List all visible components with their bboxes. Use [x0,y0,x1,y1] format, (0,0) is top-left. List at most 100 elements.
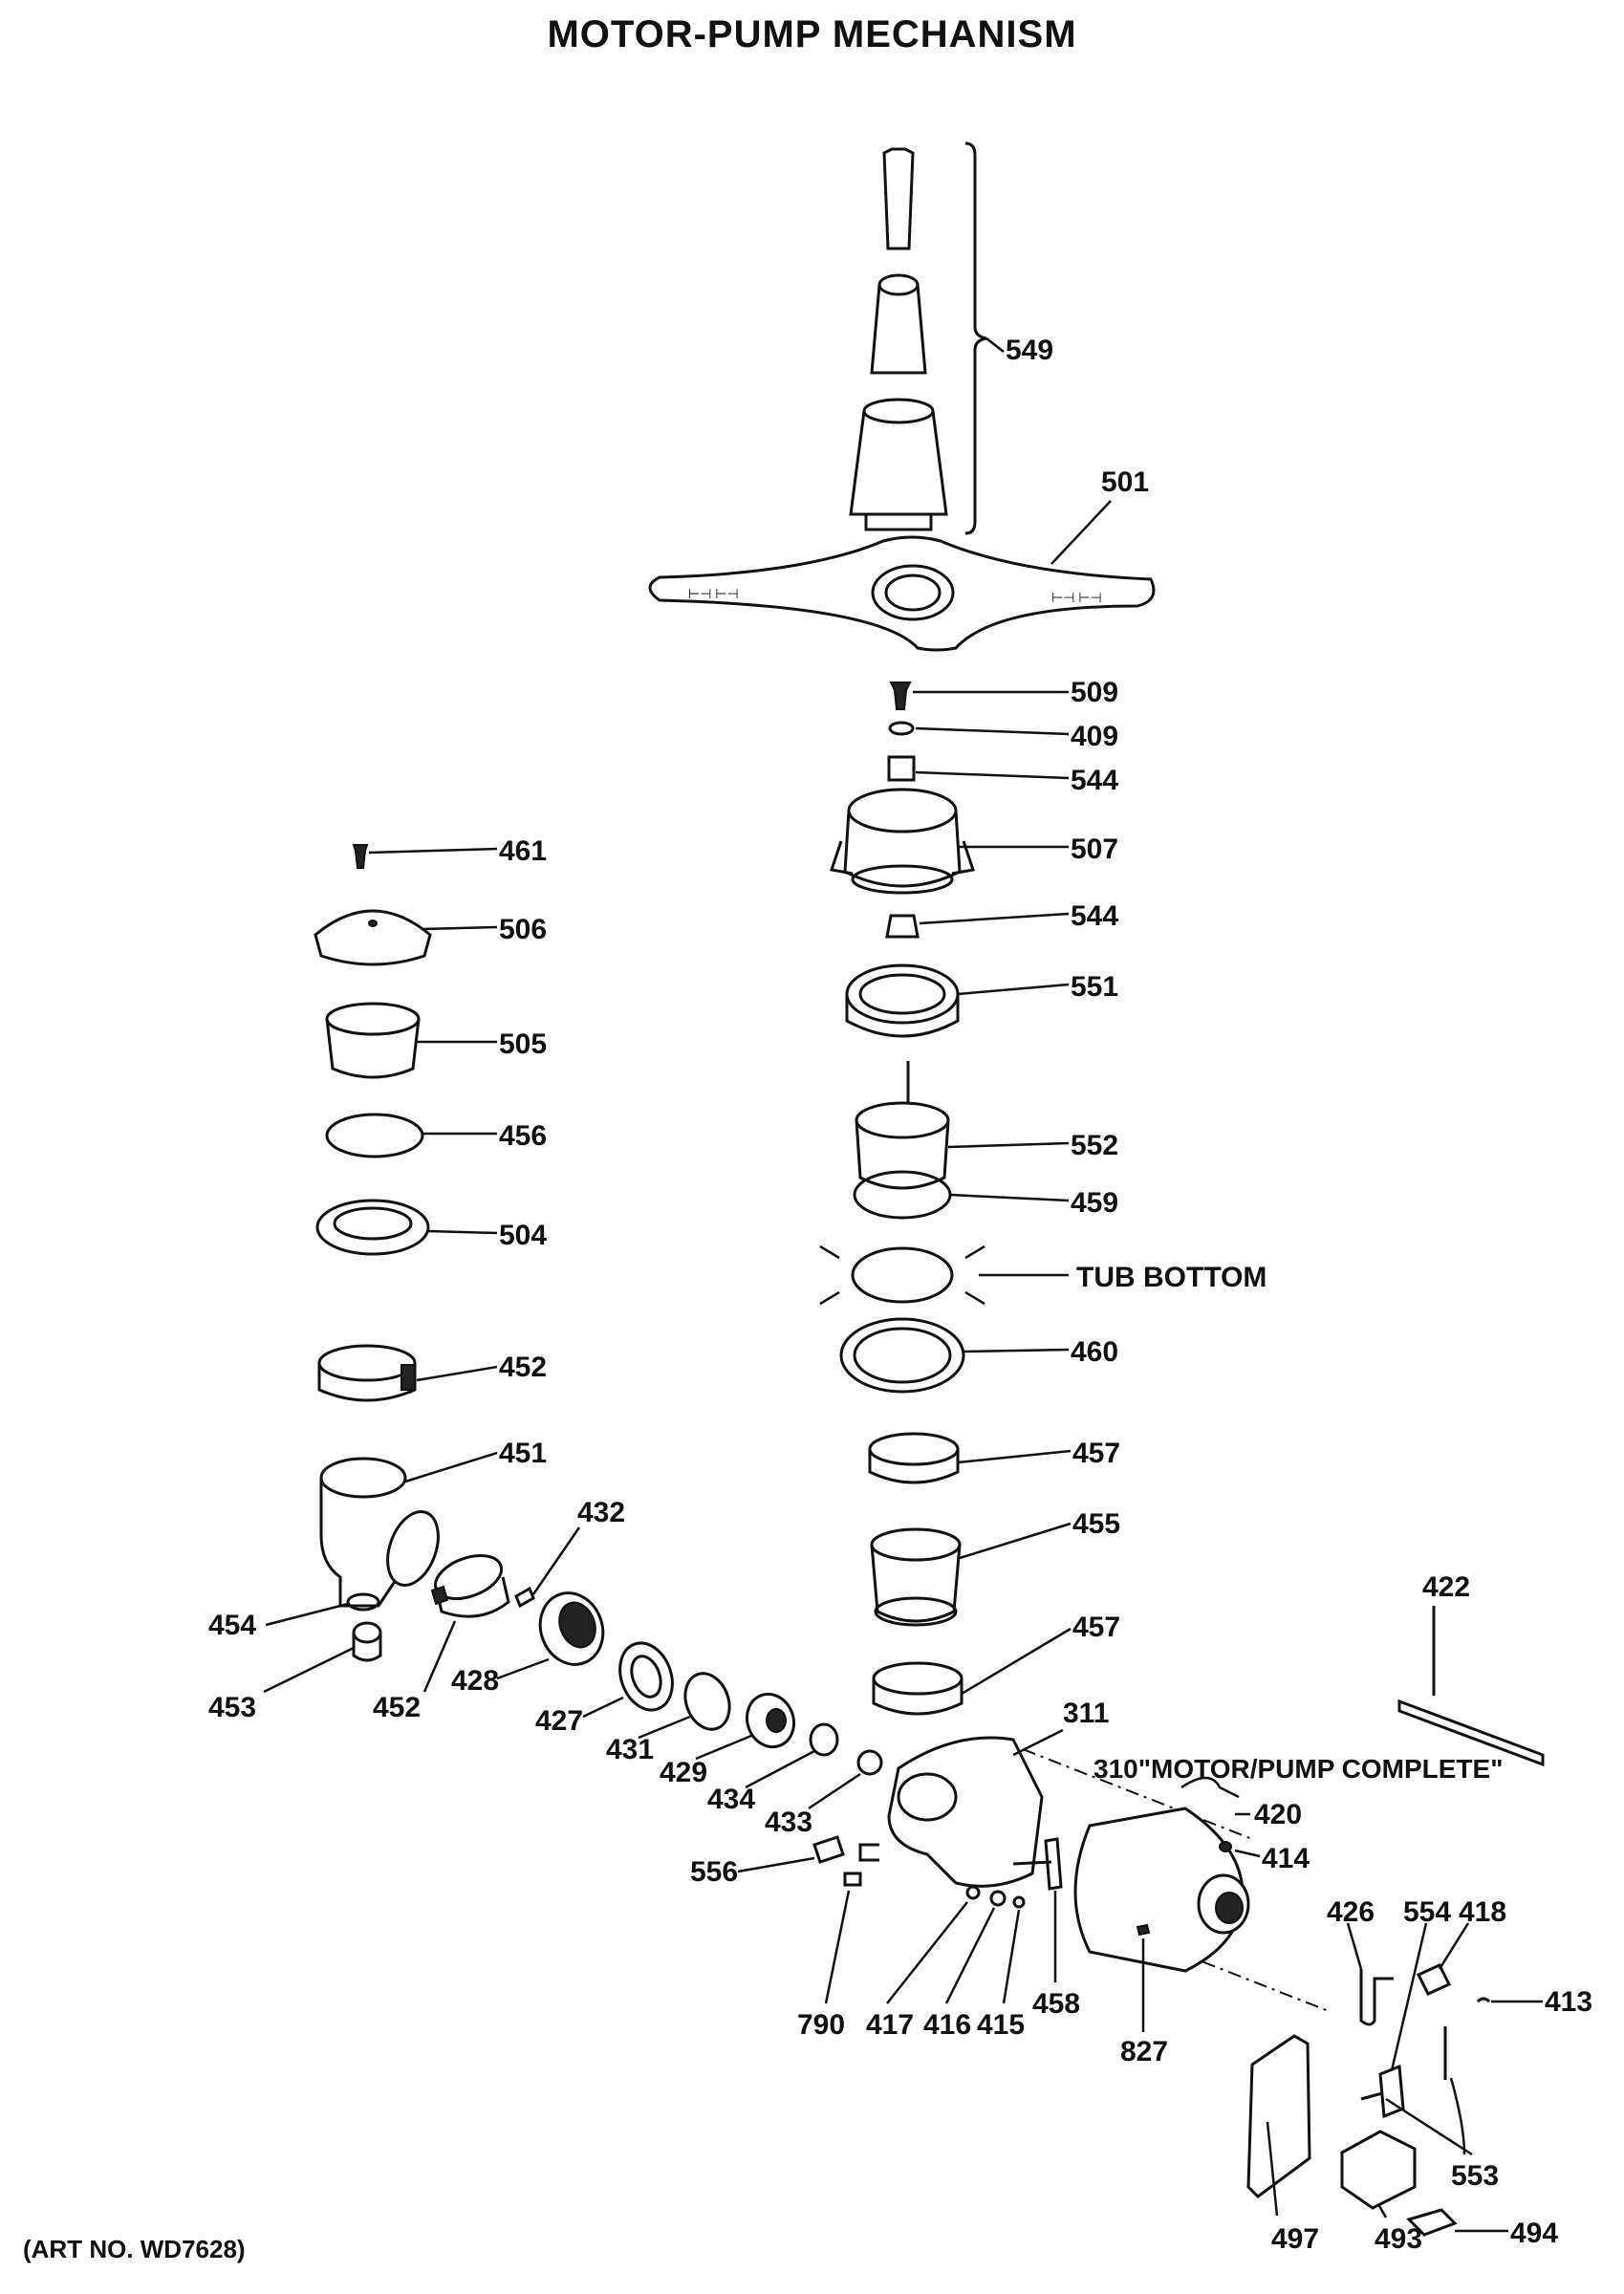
label-460: 460 [1071,1336,1118,1368]
svg-text:⊢⊣ ⊢⊣: ⊢⊣ ⊢⊣ [1051,590,1102,605]
label-452-upper: 452 [499,1352,547,1383]
part-505-filter [325,1002,421,1079]
part-552-impeller [855,1061,950,1190]
label-509: 509 [1071,677,1118,708]
svg-text:⊢⊣ ⊢⊣: ⊢⊣ ⊢⊣ [688,586,739,601]
part-549-tubes [849,141,987,535]
label-461: 461 [499,835,547,867]
label-tub-bottom: TUB BOTTOM [1076,1262,1267,1293]
label-507: 507 [1071,833,1118,865]
label-554: 554 [1403,1896,1451,1928]
part-311-pump-body [858,1736,1044,1888]
part-417-washer [965,1885,981,1900]
label-454: 454 [208,1610,256,1641]
part-457-clamp-upper [868,1432,960,1484]
part-501-spray-arm: ⊢⊣ ⊢⊣ ⊢⊣ ⊢⊣ [648,535,1156,652]
label-426: 426 [1327,1896,1375,1928]
part-415-nut [1012,1895,1026,1909]
label-459: 459 [1071,1187,1118,1219]
label-418: 418 [1459,1896,1506,1928]
part-labels: 549 501 509 409 544 507 544 551 552 459 … [208,335,1592,2255]
label-433: 433 [765,1807,812,1838]
label-551: 551 [1071,971,1118,1003]
label-458: 458 [1032,1988,1080,2020]
part-433-bearing [856,1749,883,1776]
part-454-clip [346,1592,380,1612]
part-451-pump-housing [319,1457,440,1608]
part-556-fitting [812,1835,845,1864]
label-455: 455 [1072,1508,1120,1540]
label-451: 451 [499,1438,547,1469]
label-431: 431 [606,1734,654,1765]
label-429: 429 [660,1757,707,1788]
label-413: 413 [1545,1986,1592,2018]
tub-bottom-opening [819,1244,985,1306]
part-553-springs [1360,2026,1447,2101]
part-453-plug [352,1621,382,1662]
part-459-seal [853,1170,952,1220]
label-497: 497 [1271,2223,1319,2255]
part-507-housing [830,788,975,895]
part-427-seal [618,1641,674,1712]
label-310-motor-pump-complete: 310"MOTOR/PUMP COMPLETE" [1093,1754,1503,1784]
part-422-bar [1397,1606,1545,1767]
label-416: 416 [923,2009,971,2041]
part-310-motor [1073,1807,1250,1973]
part-420-wire [1180,1776,1240,1799]
part-497-bracket [1246,2034,1311,2198]
part-413-clip [1476,1997,1491,2003]
label-827: 827 [1120,2036,1168,2067]
label-549: 549 [1006,335,1053,366]
label-553: 553 [1451,2160,1499,2192]
label-544-top: 544 [1071,765,1118,796]
label-409: 409 [1071,721,1118,752]
part-432-spring [514,1586,535,1609]
label-453: 453 [208,1692,256,1723]
label-457-upper: 457 [1072,1438,1120,1469]
part-509-screw [889,682,912,710]
label-456: 456 [499,1120,547,1152]
part-452-clamp-lower [430,1554,510,1618]
label-493: 493 [1375,2223,1422,2255]
part-460-seal-ring [839,1317,965,1394]
part-426-clip [1359,1969,1394,2026]
part-452-clamp-upper [317,1344,417,1402]
part-429-housing [745,1692,796,1749]
part-551-nut [845,963,960,1038]
part-434-cap [809,1722,839,1757]
label-434: 434 [707,1784,755,1815]
part-458-washer [1012,1837,1063,1891]
part-494-block [1406,2208,1458,2237]
part-414-screw [1219,1841,1232,1852]
label-556: 556 [690,1856,738,1888]
part-456-o-ring [325,1113,424,1158]
part-544-bushing-top [887,755,916,782]
label-311: 311 [1063,1698,1109,1729]
label-790: 790 [797,2009,845,2041]
label-505: 505 [499,1028,547,1060]
label-420: 420 [1254,1799,1302,1830]
label-552: 552 [1071,1130,1118,1161]
label-501: 501 [1101,466,1149,498]
label-422: 422 [1422,1571,1470,1603]
part-457-clamp-lower [872,1661,964,1716]
part-409-washer [888,721,915,736]
part-504-nut [315,1199,430,1256]
label-494: 494 [1510,2218,1558,2249]
part-544-bushing-bottom [885,914,920,939]
part-827-screw [1136,1923,1151,1937]
label-427: 427 [535,1705,583,1737]
art-number: (ART NO. WD7628) [23,2235,246,2263]
part-493-housing [1340,2130,1417,2210]
part-455-hose [870,1527,962,1627]
label-506: 506 [499,914,547,945]
label-457-lower: 457 [1072,1612,1120,1643]
part-461-screw [352,844,369,869]
label-452-lower: 452 [373,1692,421,1723]
label-417: 417 [866,2009,914,2041]
label-428: 428 [451,1665,499,1697]
diagram-title: MOTOR-PUMP MECHANISM [547,13,1077,55]
label-504: 504 [499,1220,547,1251]
part-416-washer [989,1890,1007,1907]
